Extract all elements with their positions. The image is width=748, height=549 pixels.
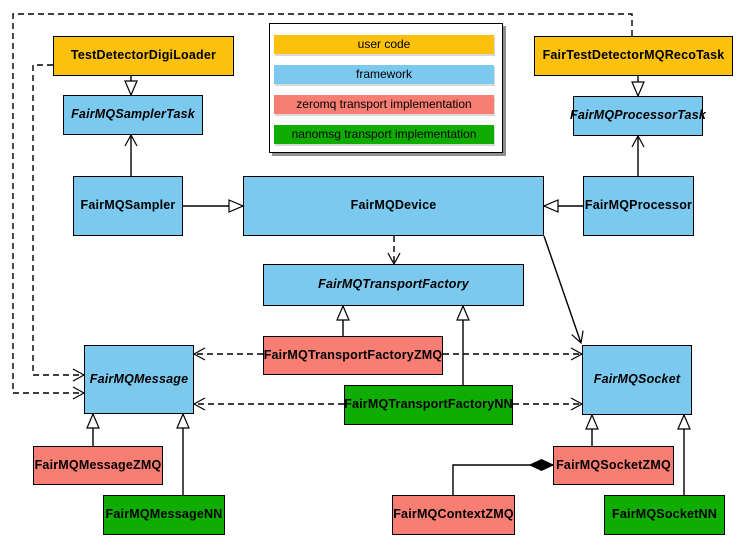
node-label: FairMQSampler	[80, 198, 176, 213]
node-label: TestDetectorDigiLoader	[70, 48, 217, 63]
node-label: FairMQTransportFactoryNN	[344, 397, 513, 412]
edge-dependency-testdetectordigiloader-to-fairmqmessage	[32, 64, 84, 375]
node-fairmqsamplertask: FairMQSamplerTask	[63, 95, 203, 135]
legend-item-user_code: user code	[274, 35, 494, 54]
node-label: FairMQMessageZMQ	[34, 457, 162, 472]
node-label: FairTestDetectorMQRecoTask	[542, 48, 725, 63]
node-fairmqsocket: FairMQSocket	[582, 345, 692, 415]
node-fairmqdevice: FairMQDevice	[243, 176, 544, 236]
node-fairmqtransportfactoryzmq: FairMQTransportFactoryZMQ	[263, 336, 443, 375]
node-label: FairMQSocketNN	[612, 507, 717, 522]
legend-item-framework: framework	[274, 65, 494, 84]
node-label: FairMQMessageNN	[105, 507, 223, 522]
legend-item-zeromq: zeromq transport implementation	[274, 95, 494, 114]
edge-composition-fairmqcontextzmq-to-fairmqsocketzmq	[452, 465, 553, 495]
node-label: FairMQTransportFactory	[318, 277, 469, 292]
node-testdetectordigiloader: TestDetectorDigiLoader	[53, 36, 234, 76]
node-label: FairMQSocket	[593, 372, 681, 387]
node-fairmqmessage: FairMQMessage	[84, 345, 194, 414]
node-label: FairMQContextZMQ	[393, 507, 514, 522]
node-label: FairMQProcessorTask	[569, 108, 707, 123]
node-fairmqprocessortask: FairMQProcessorTask	[569, 96, 707, 136]
node-label: FairMQMessage	[89, 371, 189, 386]
node-fairmqtransportfactory: FairMQTransportFactory	[263, 264, 524, 306]
node-fairmqmessagezmq: FairMQMessageZMQ	[33, 446, 163, 485]
edge-dependency-fairtestdetectormqrecotask-to-fairmqmessage	[12, 13, 633, 393]
node-label: FairMQTransportFactoryZMQ	[263, 347, 443, 362]
node-label: FairMQSamplerTask	[71, 107, 195, 122]
node-fairmqsampler: FairMQSampler	[73, 176, 183, 236]
node-fairmqcontextzmq: FairMQContextZMQ	[392, 495, 515, 535]
edge-association-fairmqdevice-to-fairmqsocket	[543, 235, 581, 343]
node-fairmqsocketzmq: FairMQSocketZMQ	[553, 446, 674, 485]
node-fairmqsocketnn: FairMQSocketNN	[604, 495, 725, 535]
node-fairmqtransportfactorynn: FairMQTransportFactoryNN	[344, 385, 513, 425]
node-label: FairMQSocketZMQ	[556, 457, 671, 472]
legend-box: user code framework zeromq transport imple…	[269, 23, 503, 153]
node-label: FairMQProcessor	[584, 198, 693, 213]
node-fairtestdetectormqrecotask: FairTestDetectorMQRecoTask	[534, 36, 733, 76]
node-fairmqmessagenn: FairMQMessageNN	[103, 495, 225, 535]
node-fairmqprocessor: FairMQProcessor	[583, 176, 694, 236]
node-label: FairMQDevice	[350, 198, 437, 213]
legend-item-nanomsg: nanomsg transport implementation	[274, 125, 494, 144]
